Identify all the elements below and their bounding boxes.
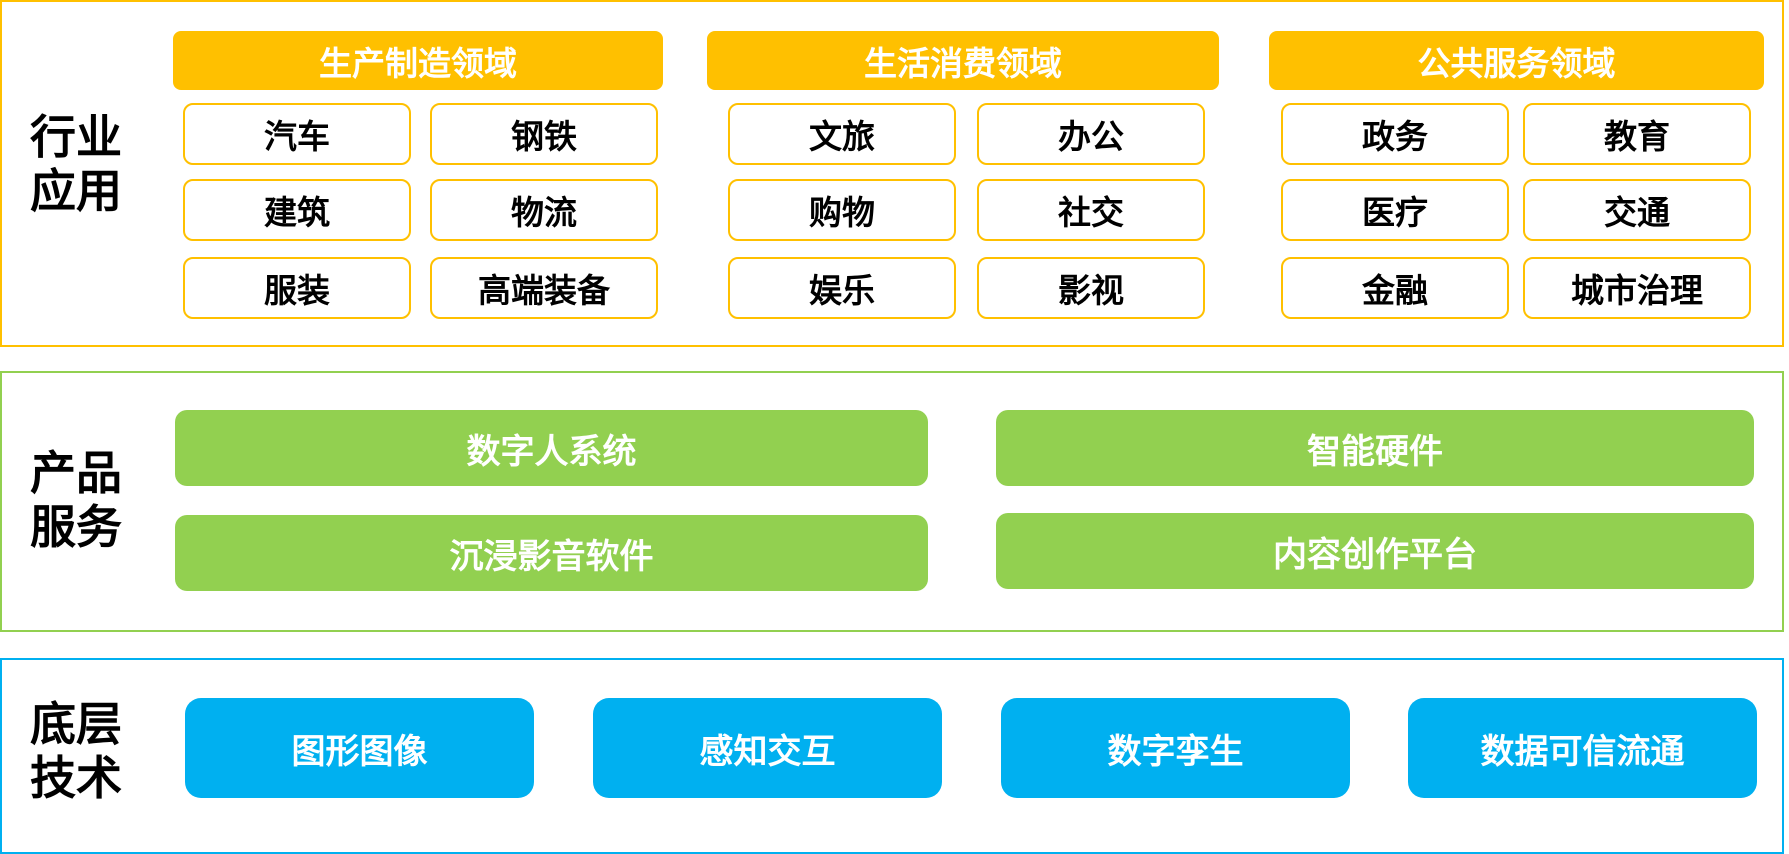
industry-item: 汽车 <box>183 103 411 165</box>
product-item: 沉浸影音软件 <box>175 515 928 591</box>
industry-item: 社交 <box>977 179 1205 241</box>
industry-item: 政务 <box>1281 103 1509 165</box>
product-item: 数字人系统 <box>175 410 928 486</box>
industry-item: 高端装备 <box>430 257 658 319</box>
domain-header: 公共服务领域 <box>1269 31 1764 90</box>
industry-item: 城市治理 <box>1523 257 1751 319</box>
industry-item: 交通 <box>1523 179 1751 241</box>
industry-item: 物流 <box>430 179 658 241</box>
industry-layer: 行业应用 <box>0 0 1784 347</box>
product-layer: 产品服务 <box>0 371 1784 632</box>
industry-item: 文旅 <box>728 103 956 165</box>
industry-item: 办公 <box>977 103 1205 165</box>
tech-item: 感知交互 <box>593 698 942 798</box>
industry-item: 教育 <box>1523 103 1751 165</box>
domain-header: 生活消费领域 <box>707 31 1219 90</box>
industry-item: 医疗 <box>1281 179 1509 241</box>
industry-layer-label: 行业应用 <box>30 110 122 218</box>
industry-item: 购物 <box>728 179 956 241</box>
industry-item: 建筑 <box>183 179 411 241</box>
industry-item: 金融 <box>1281 257 1509 319</box>
tech-item: 数字孪生 <box>1001 698 1350 798</box>
tech-item: 图形图像 <box>185 698 534 798</box>
tech-item: 数据可信流通 <box>1408 698 1757 798</box>
industry-item: 钢铁 <box>430 103 658 165</box>
industry-item: 服装 <box>183 257 411 319</box>
product-item: 智能硬件 <box>996 410 1754 486</box>
industry-item: 娱乐 <box>728 257 956 319</box>
product-layer-label: 产品服务 <box>30 446 122 554</box>
tech-layer-label: 底层技术 <box>30 697 122 805</box>
domain-header: 生产制造领域 <box>173 31 663 90</box>
tech-layer: 底层技术 <box>0 658 1784 854</box>
product-item: 内容创作平台 <box>996 513 1754 589</box>
industry-item: 影视 <box>977 257 1205 319</box>
